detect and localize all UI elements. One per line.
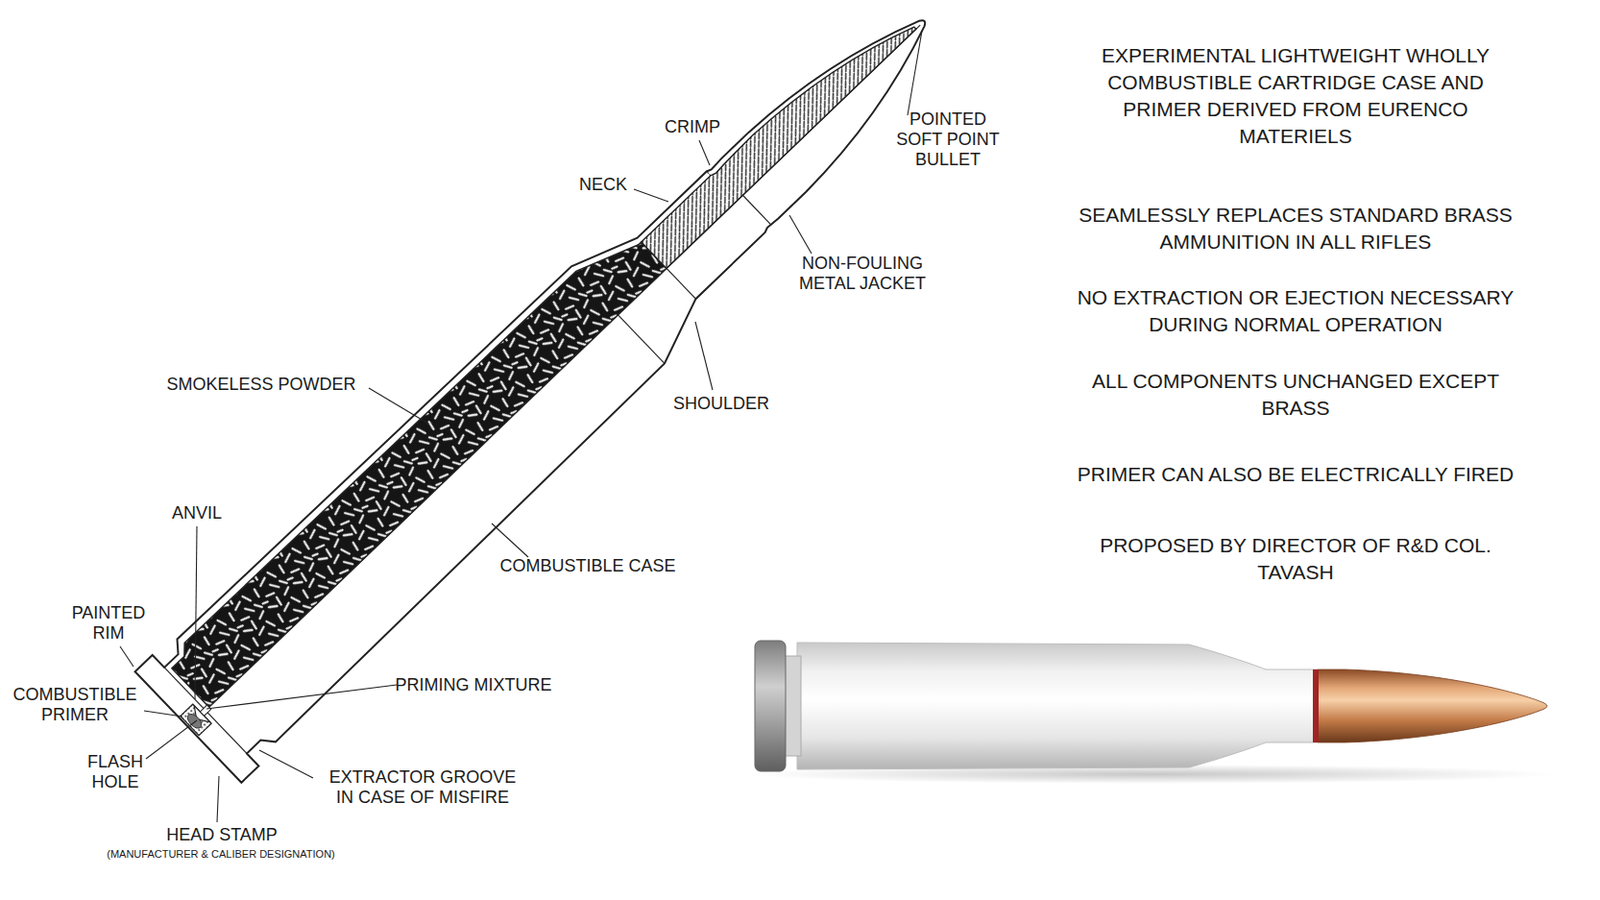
part-label: POINTED SOFT POINT BULLET: [888, 109, 1009, 170]
leader-line: [368, 387, 429, 424]
leader-line: [194, 526, 197, 700]
leader-line: [145, 720, 197, 759]
part-label: SHOULDER: [673, 393, 770, 414]
part-label: ANVIL: [171, 503, 222, 524]
photo-case: [797, 642, 1318, 770]
feature-note: PROPOSED BY DIRECTOR OF R&D COL. TAVASH: [1069, 532, 1522, 586]
part-label: COMBUSTIBLE CASE: [499, 556, 676, 577]
part-label: NON-FOULING METAL JACKET: [785, 253, 940, 294]
leader-line: [699, 140, 710, 166]
flash-hole: [199, 704, 211, 716]
part-label: FLASH HOLE: [72, 751, 159, 793]
feature-note: PRIMER CAN ALSO BE ELECTRICALLY FIRED: [1069, 460, 1522, 488]
photo-bullet: [1317, 669, 1548, 743]
leader-line: [907, 30, 922, 116]
part-label: PRIMING MIXTURE: [394, 675, 552, 696]
title-note: EXPERIMENTAL LIGHTWEIGHT WHOLLY COMBUSTI…: [1069, 42, 1522, 150]
part-label: COMBUSTIBLE PRIMER: [5, 684, 146, 726]
cartridge-photo: [749, 640, 1556, 784]
part-label: PAINTED RIM: [60, 603, 157, 644]
case-mouth: [742, 194, 772, 225]
shoulder-line: [617, 315, 664, 364]
feature-note: NO EXTRACTION OR EJECTION NECESSARY DURI…: [1069, 284, 1522, 339]
part-label: SMOKELESS POWDER: [166, 374, 356, 395]
rim-line: [164, 667, 247, 753]
bullet-base: [666, 267, 696, 299]
leader-line: [789, 215, 812, 254]
part-label: EXTRACTOR GROOVE IN CASE OF MISFIRE: [324, 767, 522, 808]
leader-line: [633, 189, 669, 202]
leader-line: [217, 775, 219, 823]
powder-charge: [165, 222, 667, 707]
leader-line: [120, 646, 134, 667]
part-label: CRIMP: [664, 117, 721, 138]
leader-line: [144, 710, 183, 717]
cannelure: [706, 170, 711, 175]
photo-groove: [783, 655, 801, 756]
photo-sealant-band: [1312, 669, 1319, 743]
feature-note: ALL COMPONENTS UNCHANGED EXCEPT BRASS: [1069, 367, 1522, 422]
part-label: NECK: [579, 174, 628, 195]
part-subnote: (MANUFACTURER & CALIBER DESIGNATION): [106, 848, 336, 861]
leader-line: [206, 684, 397, 709]
feature-note: SEAMLESSLY REPLACES STANDARD BRASS AMMUN…: [1069, 201, 1522, 256]
photo-rim: [754, 640, 786, 772]
leader-line: [259, 750, 314, 778]
leader-line: [491, 523, 529, 558]
part-label: HEAD STAMP: [166, 824, 278, 846]
leader-line: [695, 321, 713, 390]
bullet-section: [641, 2, 917, 269]
section-line: [666, 24, 921, 268]
